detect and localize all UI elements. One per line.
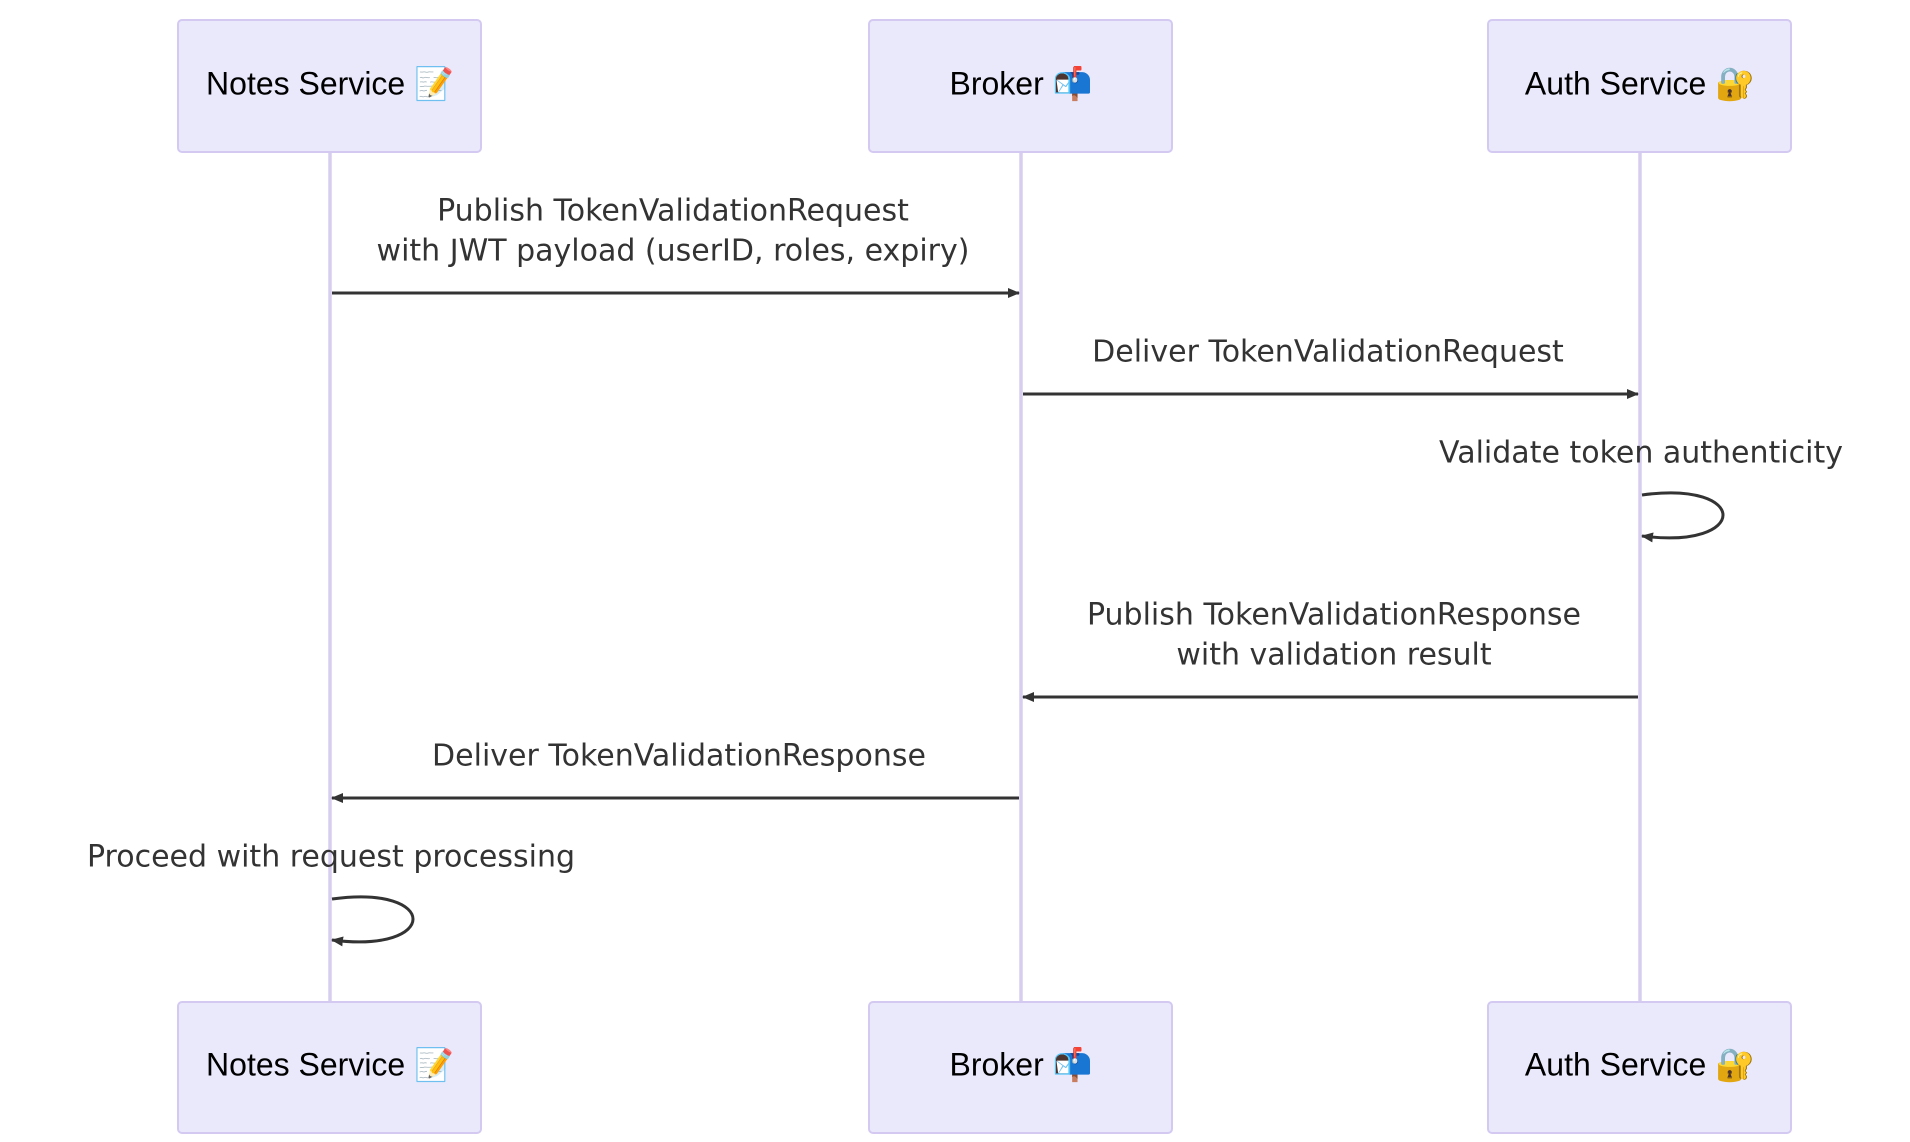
participant-broker-bottom: Broker 📬	[868, 1001, 1173, 1134]
message-validate-token-authenticity: Validate token authenticity	[1439, 436, 1843, 543]
participant-label: Broker 📬	[950, 1046, 1093, 1082]
participant-label: Notes Service 📝	[206, 1046, 454, 1082]
message-label-line: Deliver TokenValidationResponse	[432, 739, 926, 774]
self-loop-arrow	[1641, 491, 1725, 543]
participant-auth-service-bottom: Auth Service 🔐	[1487, 1001, 1792, 1134]
participant-label: Auth Service 🔐	[1525, 65, 1755, 101]
message-label-line: Deliver TokenValidationRequest	[1092, 335, 1564, 370]
participant-broker-top: Broker 📬	[868, 19, 1173, 153]
participant-notes-service-bottom: Notes Service 📝	[177, 1001, 482, 1134]
message-label-line: Publish TokenValidationResponse	[1087, 598, 1581, 633]
self-loop-arrow	[331, 895, 415, 947]
message-label-line: Publish TokenValidationRequest	[437, 194, 909, 229]
participant-label: Notes Service 📝	[206, 65, 454, 101]
message-label-line: with validation result	[1176, 638, 1492, 673]
message-deliver-token-validation-request: Deliver TokenValidationRequest	[1023, 335, 1639, 399]
participant-label: Auth Service 🔐	[1525, 1046, 1755, 1082]
message-label-line: with JWT payload (userID, roles, expiry)	[377, 234, 970, 269]
message-publish-token-validation-response: Publish TokenValidationResponse with val…	[1022, 598, 1638, 702]
message-label-line: Validate token authenticity	[1439, 436, 1843, 471]
message-deliver-token-validation-response: Deliver TokenValidationResponse	[331, 739, 1019, 803]
message-label-line: Proceed with request processing	[87, 840, 575, 875]
message-proceed-with-request-processing: Proceed with request processing	[87, 840, 575, 947]
participant-notes-service-top: Notes Service 📝	[177, 19, 482, 153]
participant-label: Broker 📬	[950, 65, 1093, 101]
message-publish-token-validation-request: Publish TokenValidationRequest with JWT …	[332, 194, 1020, 298]
participant-auth-service-top: Auth Service 🔐	[1487, 19, 1792, 153]
